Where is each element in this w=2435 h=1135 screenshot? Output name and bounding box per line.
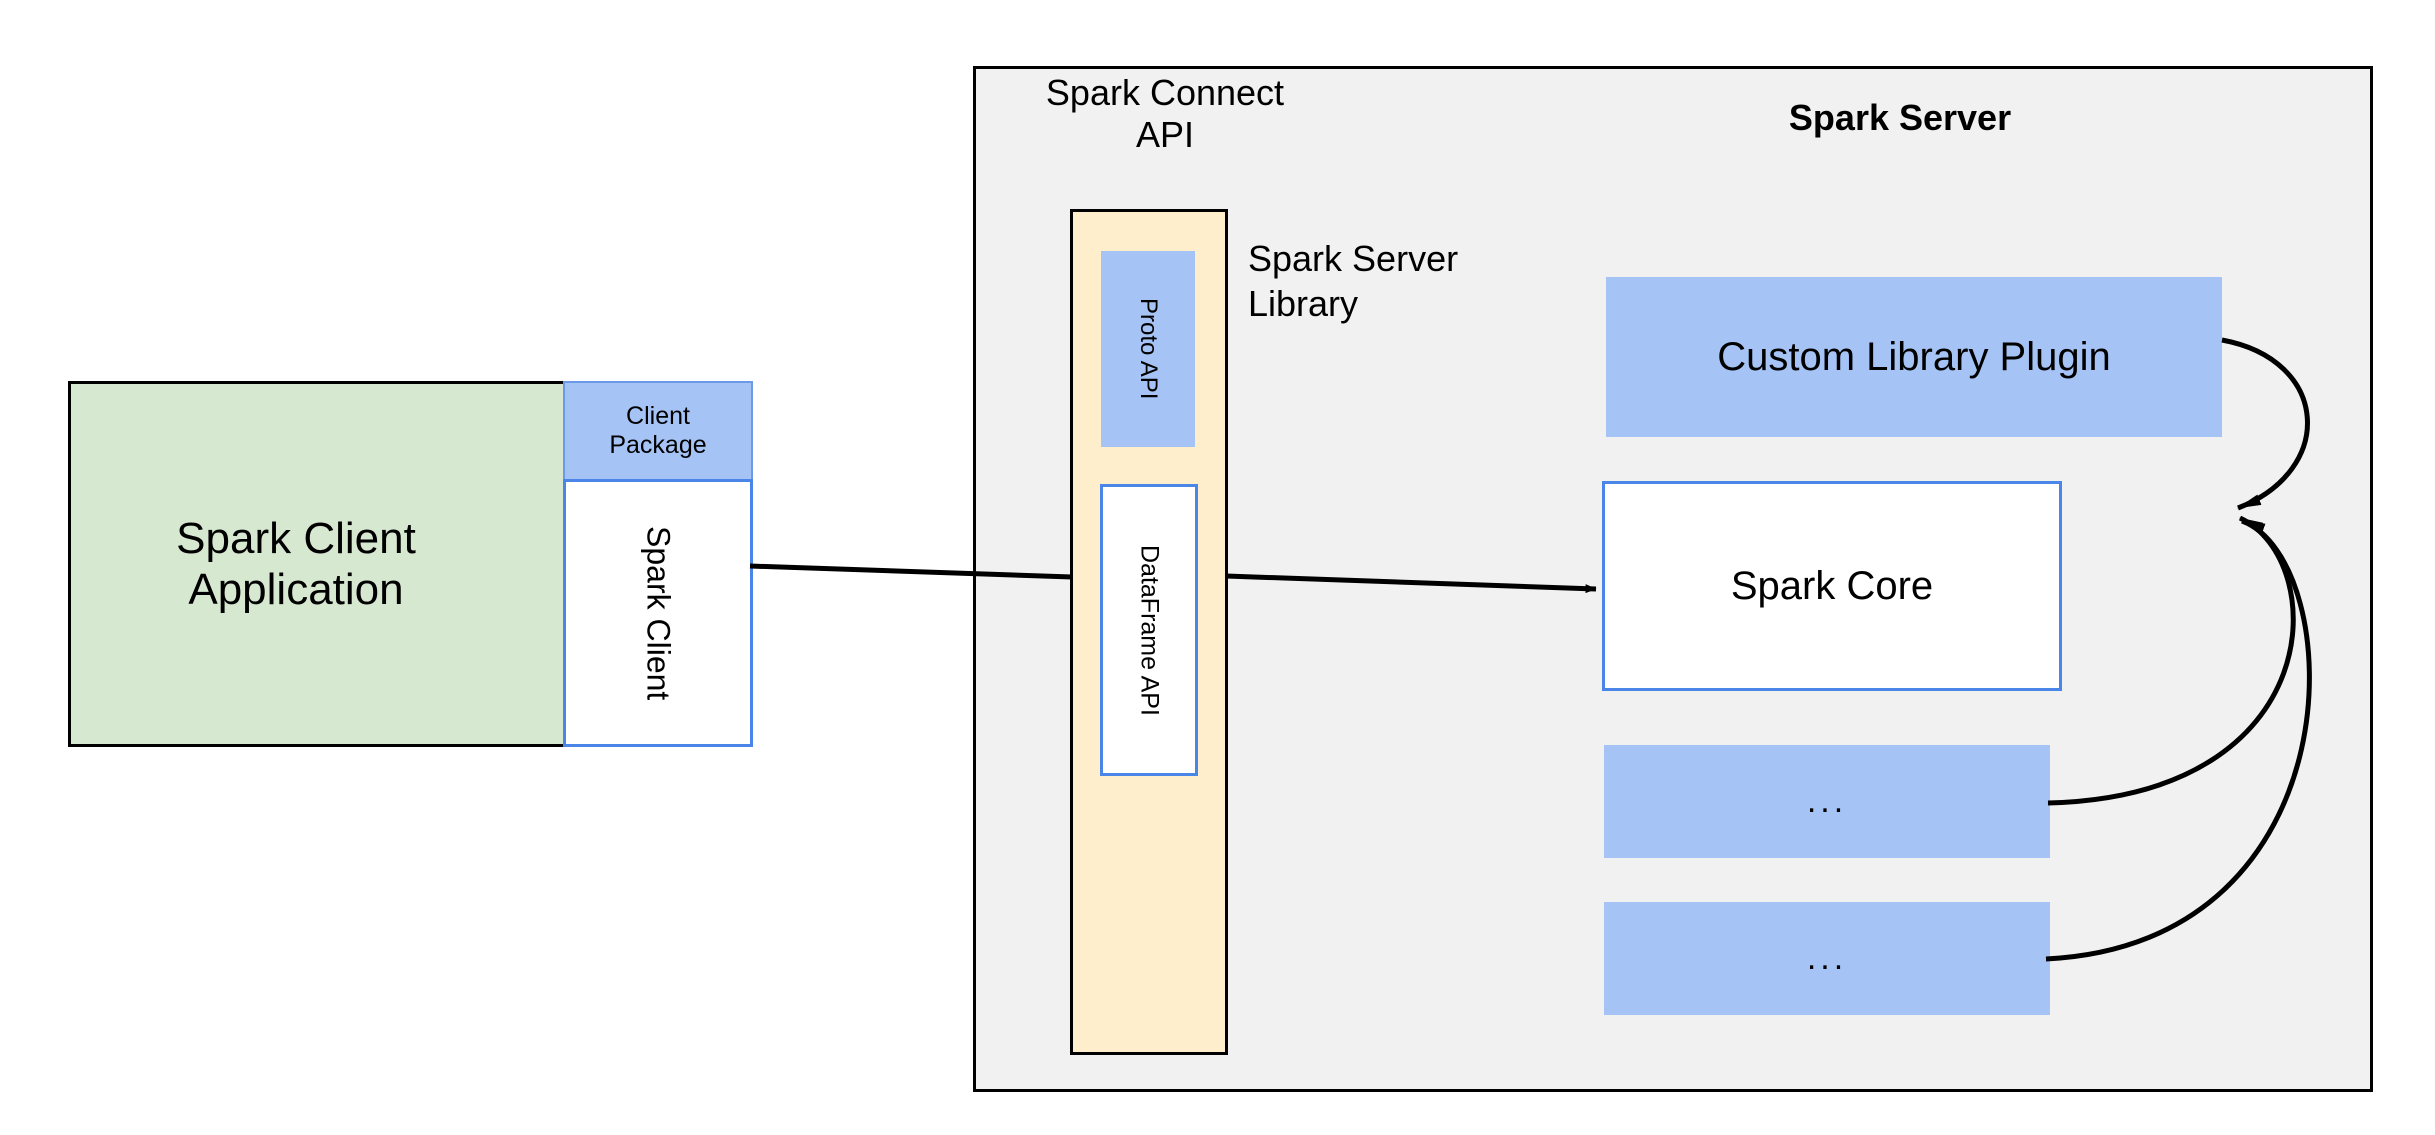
spark-server-library-label: Spark Server Library <box>1248 236 1608 336</box>
client-package-label-line1: Client <box>626 402 690 430</box>
placeholder-component-2[interactable]: ... <box>1604 902 2050 1015</box>
spark-core-box[interactable]: Spark Core <box>1602 481 2062 691</box>
spark-server-library-label-line1: Spark Server <box>1248 238 1459 279</box>
custom-library-plugin-box[interactable]: Custom Library Plugin <box>1606 277 2222 437</box>
spark-client-application-label: Spark Client Application <box>176 513 416 615</box>
custom-library-plugin-label: Custom Library Plugin <box>1717 334 2111 379</box>
spark-connect-api-label: Spark Connect API <box>1000 72 1330 164</box>
dataframe-api-label: DataFrame API <box>1135 544 1164 716</box>
placeholder-component-1-label: ... <box>1806 781 1848 820</box>
placeholder-component-2-label: ... <box>1806 938 1848 977</box>
spark-connect-api-label-line2: API <box>1135 113 1195 155</box>
client-package-label-line2: Package <box>609 431 707 459</box>
placeholder-component-1[interactable]: ... <box>1604 745 2050 858</box>
spark-client-application-box[interactable]: Spark Client Application <box>68 381 568 747</box>
client-package-label: Client Package <box>609 402 706 460</box>
spark-client-application-label-line1: Spark Client <box>176 513 416 563</box>
spark-client-box[interactable]: Spark Client <box>563 479 753 747</box>
proto-api-box[interactable]: Proto API <box>1101 251 1195 447</box>
spark-client-label: Spark Client <box>640 525 677 701</box>
spark-client-application-label-line2: Application <box>188 565 404 614</box>
spark-server-library-label-line2: Library <box>1248 283 1359 324</box>
spark-core-label: Spark Core <box>1730 563 1934 608</box>
spark-connect-api-label-line1: Spark Connect <box>1045 72 1285 113</box>
dataframe-api-box[interactable]: DataFrame API <box>1100 484 1198 776</box>
spark-server-title: Spark Server <box>1788 97 2012 139</box>
proto-api-label: Proto API <box>1134 298 1162 400</box>
client-package-box[interactable]: Client Package <box>563 381 753 479</box>
